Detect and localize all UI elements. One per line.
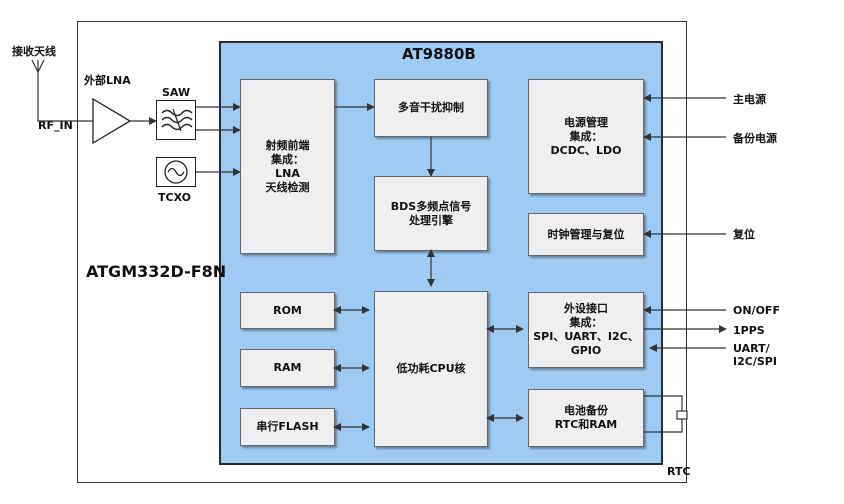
bds-engine-block: BDS多频点信号 处理引擎 — [374, 176, 488, 251]
module-title: ATGM332D-F8N — [86, 262, 227, 281]
module-outline — [77, 21, 687, 483]
antenna-icon — [31, 59, 45, 103]
rf-in-label: RF_IN — [38, 119, 73, 132]
tcxo-label: TCXO — [158, 191, 192, 204]
serial-flash-block: 串行FLASH — [240, 408, 335, 446]
clock-reset-block: 时钟管理与复位 — [528, 213, 644, 256]
ram-block: RAM — [240, 349, 335, 387]
saw-filter — [156, 100, 196, 140]
antenna-label: 接收天线 — [12, 45, 56, 58]
interference-suppression-block: 多音干扰抑制 — [374, 79, 488, 137]
oscillator-icon — [164, 160, 188, 184]
on-off-label: ON/OFF — [733, 304, 780, 317]
rtc-label: RTC — [667, 465, 691, 478]
peripheral-interface-block: 外设接口 集成： SPI、UART、I2C、 GPIO — [528, 292, 644, 368]
lna-label: 外部LNA — [84, 74, 131, 87]
rf-frontend-block: 射频前端 集成： LNA 天线检测 — [240, 79, 335, 254]
uart-label: UART/ I2C/SPI — [733, 342, 777, 368]
battery-backup-block: 电池备份 RTC和RAM — [528, 389, 644, 447]
cpu-core-block: 低功耗CPU核 — [374, 291, 488, 447]
tcxo-oscillator — [156, 157, 196, 187]
main-power-label: 主电源 — [733, 93, 766, 106]
chip-title: AT9880B — [402, 45, 476, 63]
backup-power-label: 备份电源 — [733, 132, 777, 145]
rom-block: ROM — [240, 292, 335, 329]
pps-label: 1PPS — [733, 324, 765, 337]
power-management-block: 电源管理 集成： DCDC、LDO — [528, 79, 644, 194]
rtc-crystal-icon — [676, 410, 688, 420]
lna-amplifier-icon — [92, 97, 132, 145]
saw-label: SAW — [162, 86, 191, 99]
reset-label: 复位 — [733, 228, 755, 241]
saw-wave-icon — [161, 108, 193, 132]
